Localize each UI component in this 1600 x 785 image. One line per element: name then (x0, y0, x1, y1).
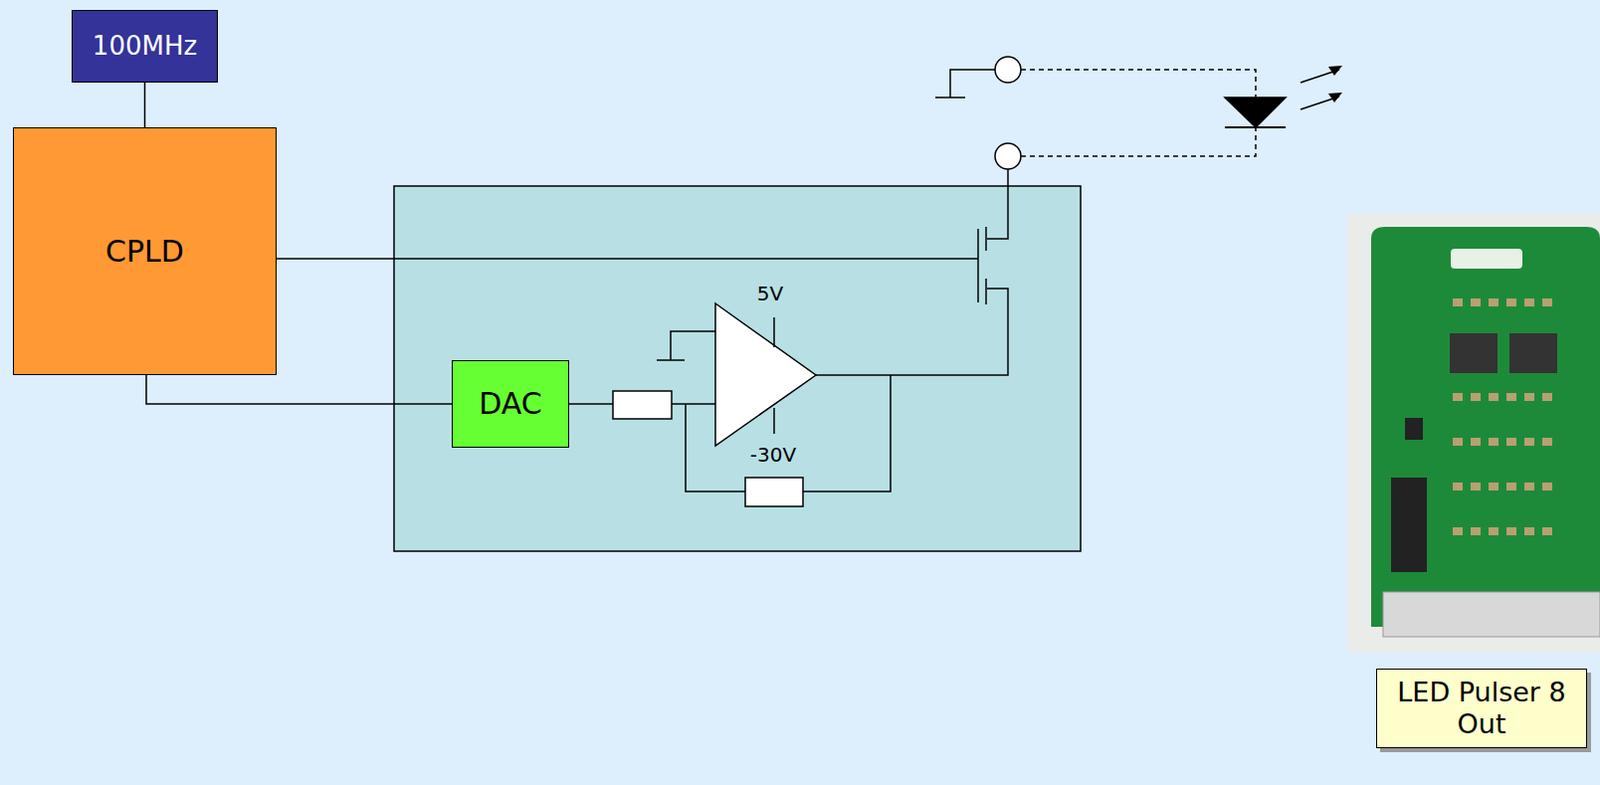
supply-pin (773, 407, 776, 434)
dac-box: DAC (451, 360, 570, 448)
wire (671, 402, 716, 405)
wire (950, 69, 996, 98)
caption-box: LED Pulser 8 Out (1376, 668, 1588, 749)
wire (670, 331, 716, 361)
supply-label: -30V (750, 442, 797, 467)
cpld-box: CPLD (12, 127, 277, 376)
supply-label: 5V (757, 281, 784, 306)
ground-symbol (656, 359, 685, 362)
cable (1020, 127, 1256, 157)
driver-panel (394, 186, 1081, 552)
resistor-symbol (612, 391, 672, 419)
mosfet-channel (985, 226, 988, 251)
clock-box: 100MHz (71, 9, 218, 83)
node-text: DAC (478, 386, 543, 422)
arrowhead (1328, 65, 1343, 76)
wire (987, 169, 1008, 239)
wire (569, 402, 613, 405)
supply-pin (773, 317, 776, 348)
ground-symbol (935, 96, 966, 99)
mosfet-channel (985, 278, 988, 305)
cable (1020, 69, 1256, 98)
node-text: 100MHz (92, 30, 198, 62)
resistor-symbol (745, 477, 803, 507)
led-symbol (1224, 126, 1286, 129)
gate-wire (276, 257, 979, 260)
mosfet-gate (977, 228, 980, 303)
arrowhead (1328, 92, 1343, 103)
board-photo (1347, 213, 1600, 653)
wire (815, 288, 1008, 376)
led-symbol (1224, 97, 1286, 128)
wire (802, 375, 891, 492)
connector (144, 82, 147, 128)
opamp-symbol (715, 303, 816, 446)
node-text: LED Pulser 8 Out (1385, 676, 1579, 742)
terminal (995, 143, 1021, 170)
connector (146, 375, 452, 404)
terminal (995, 56, 1021, 83)
node-text: CPLD (105, 233, 185, 270)
